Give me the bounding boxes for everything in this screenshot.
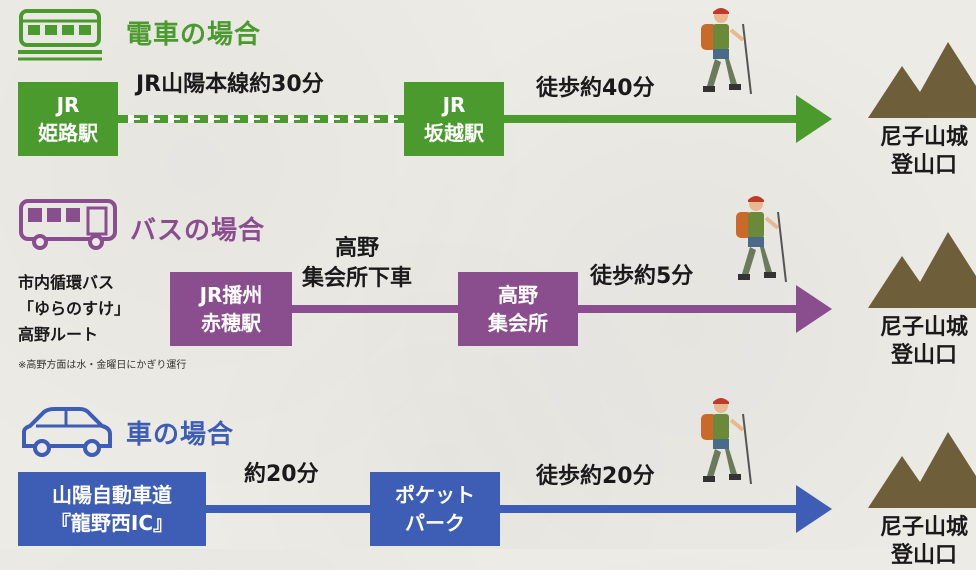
bus-ride-line2: 集会所下車: [302, 266, 413, 291]
train-dest-line1: 尼子山城: [880, 125, 969, 150]
car-start-ic: 山陽自動車道 『龍野西IC』: [18, 472, 206, 546]
car-arrow-head: [796, 485, 832, 533]
bus-title: バスの場合: [130, 216, 266, 246]
bus-mid-line2: 集会所: [488, 311, 548, 335]
bus-route-name: 市内循環バス 「ゆらのすけ」 高野ルート: [18, 270, 130, 348]
car-mid-line2: パーク: [405, 511, 465, 535]
train-mid-line2: 坂越駅: [424, 121, 484, 145]
hiker-icon: [730, 192, 790, 284]
bus-ride-line1: 高野: [335, 236, 380, 261]
car-walk-label: 徒歩約20分: [536, 464, 655, 489]
train-dash-overlay: [128, 118, 398, 120]
car-ride-label: 約20分: [244, 462, 319, 487]
train-start-station: JR 姫路駅: [18, 82, 118, 156]
train-mid-line1: JR: [442, 93, 466, 117]
car-dest-line1: 尼子山城: [880, 515, 969, 540]
car-start-line2: 『龍野西IC』: [50, 511, 174, 535]
train-destination: 尼子山城 登山口: [880, 124, 968, 180]
train-mid-station: JR 坂越駅: [404, 82, 504, 156]
train-ride-label: JR山陽本線約30分: [136, 72, 324, 97]
car-mid-parking: ポケット パーク: [370, 472, 500, 546]
bus-arrow-head: [796, 285, 832, 333]
bus-route-line2: 「ゆらのすけ」: [18, 299, 131, 318]
car-dest-line2: 登山口: [891, 543, 958, 568]
bus-icon: [18, 198, 118, 250]
bus-start-line2: 赤穂駅: [201, 311, 261, 335]
bus-start-line1: JR播州: [199, 283, 263, 307]
car-icon: [18, 406, 114, 458]
bus-mid-line1: 高野: [498, 283, 538, 307]
train-icon: [18, 8, 102, 62]
car-destination: 尼子山城 登山口: [880, 514, 968, 570]
bus-mid-stop: 高野 集会所: [458, 272, 578, 346]
train-arrow-head: [796, 95, 832, 143]
car-arrow-shaft: [206, 505, 798, 513]
hiker-icon: [695, 394, 755, 486]
train-title: 電車の場合: [126, 20, 262, 50]
car-title: 車の場合: [126, 420, 235, 450]
car-mid-line1: ポケット: [395, 483, 475, 507]
bus-dest-line1: 尼子山城: [880, 315, 969, 340]
mountain-icon: [868, 42, 976, 118]
train-start-line2: 姫路駅: [38, 121, 98, 145]
bus-ride-label: 高野 集会所下車: [302, 234, 412, 294]
bus-dest-line2: 登山口: [891, 343, 958, 368]
bus-destination: 尼子山城 登山口: [880, 314, 968, 370]
bus-route-line1: 市内循環バス: [18, 273, 115, 292]
mountain-icon: [868, 432, 976, 508]
mountain-icon: [868, 232, 976, 308]
train-start-line1: JR: [56, 93, 80, 117]
hiker-icon: [695, 4, 755, 96]
car-start-line1: 山陽自動車道: [52, 483, 172, 507]
bus-start-station: JR播州 赤穂駅: [170, 272, 292, 346]
train-walk-label: 徒歩約40分: [536, 76, 655, 101]
train-dest-line2: 登山口: [891, 153, 958, 178]
bus-route-line3: 高野ルート: [18, 325, 99, 344]
bus-note: ※高野方面は水・金曜日にかぎり運行: [18, 360, 187, 371]
bus-walk-label: 徒歩約5分: [590, 264, 694, 289]
